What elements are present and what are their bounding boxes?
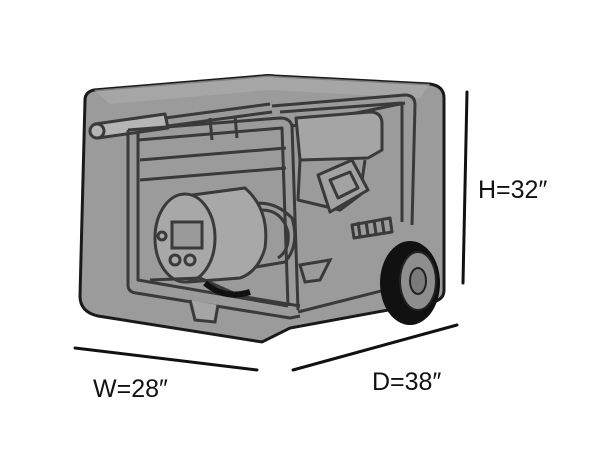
depth-label: D=38″ <box>372 368 442 396</box>
wheel <box>380 241 440 325</box>
generator-base <box>149 258 333 324</box>
width-dimension-line <box>73 346 259 372</box>
depth-dimension-line <box>291 323 459 372</box>
height-dimension-line <box>461 90 469 285</box>
height-label: H=32″ <box>478 176 548 204</box>
dimension-lines <box>73 90 469 372</box>
alternator <box>153 186 268 284</box>
width-label: W=28″ <box>93 375 168 403</box>
engine-block <box>247 110 394 270</box>
